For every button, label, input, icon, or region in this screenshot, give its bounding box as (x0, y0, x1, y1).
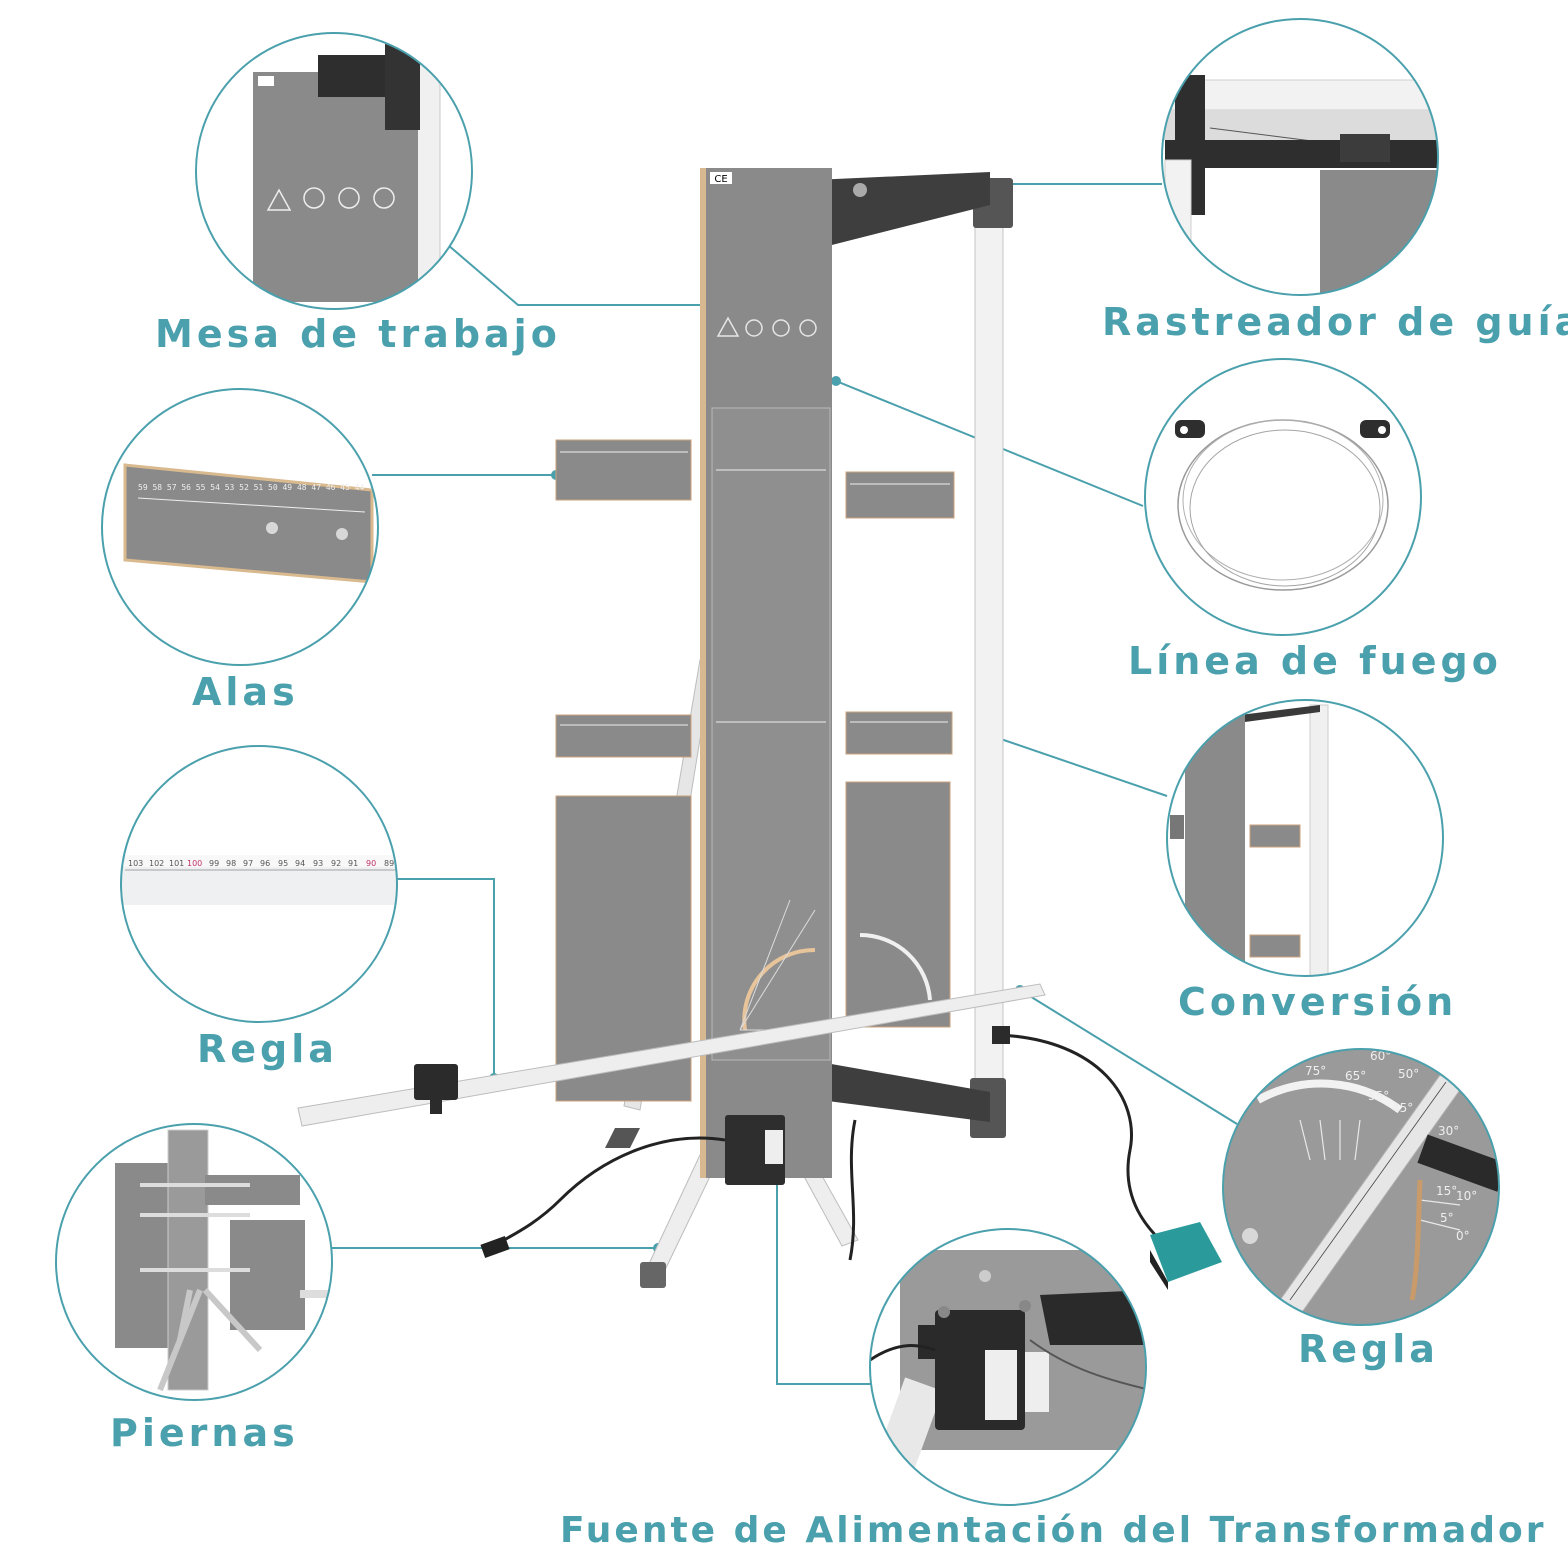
label-ruler-right: Regla (1298, 1327, 1439, 1371)
detail-transformer (869, 1228, 1147, 1506)
detail-legs (55, 1123, 333, 1401)
label-work-table: Mesa de trabajo (155, 312, 561, 356)
angle-label: 15° (1436, 1184, 1457, 1198)
ruler-num: 90 (366, 859, 376, 868)
angle-label: 30° (1438, 1124, 1459, 1138)
ruler-num: 101 (169, 859, 184, 868)
ruler-num: 91 (348, 859, 358, 868)
ruler-num: 100 (187, 859, 202, 868)
angle-label: 50° (1398, 1067, 1419, 1081)
svg-text:CE: CE (714, 174, 727, 185)
label-ruler-left: Regla (197, 1027, 338, 1071)
ruler-num: 103 (128, 859, 143, 868)
detail-fire-line (1144, 358, 1422, 636)
ruler-num: 94 (295, 859, 305, 868)
ruler-num: 95 (278, 859, 288, 868)
ruler-num: 92 (331, 859, 341, 868)
ruler-num: 99 (209, 859, 219, 868)
angle-label: 45° (1392, 1101, 1413, 1115)
label-guide-tracker: Rastreador de guía (1102, 300, 1568, 344)
angle-label: 5° (1440, 1211, 1454, 1225)
detail-ruler-left: 103 102 101 100 99 98 97 96 95 94 93 92 … (120, 745, 398, 1023)
ruler-num: 89 (384, 859, 394, 868)
angle-label: 55° (1368, 1089, 1389, 1103)
detail-ruler-right: 75° 65° 60° 55° 50° 45° 30° 15° 10° 5° 0… (1222, 1048, 1500, 1326)
wing-scale-text: 59 58 57 56 55 54 53 52 51 50 49 48 47 4… (138, 483, 495, 492)
ruler-num: 102 (149, 859, 164, 868)
ruler-num: 97 (243, 859, 253, 868)
label-wings: Alas (192, 670, 299, 714)
angle-label: 10° (1456, 1189, 1477, 1203)
label-conversion: Conversión (1178, 980, 1458, 1024)
label-fire-line: Línea de fuego (1128, 639, 1502, 683)
detail-conversion (1166, 699, 1444, 977)
detail-guide-tracker (1161, 18, 1439, 296)
label-transformer: Fuente de Alimentación del Transformador (560, 1510, 1547, 1551)
angle-label: 65° (1345, 1069, 1366, 1083)
foam-cutter-machine: CE (297, 168, 1222, 1290)
angle-label: 60° (1370, 1049, 1391, 1063)
detail-work-table (195, 32, 473, 310)
angle-label: 0° (1456, 1229, 1470, 1243)
detail-wings: 59 58 57 56 55 54 53 52 51 50 49 48 47 4… (101, 388, 495, 666)
ruler-num: 93 (313, 859, 323, 868)
ruler-num: 96 (260, 859, 270, 868)
label-legs: Piernas (110, 1411, 299, 1455)
ruler-num: 98 (226, 859, 236, 868)
angle-label: 75° (1305, 1064, 1326, 1078)
